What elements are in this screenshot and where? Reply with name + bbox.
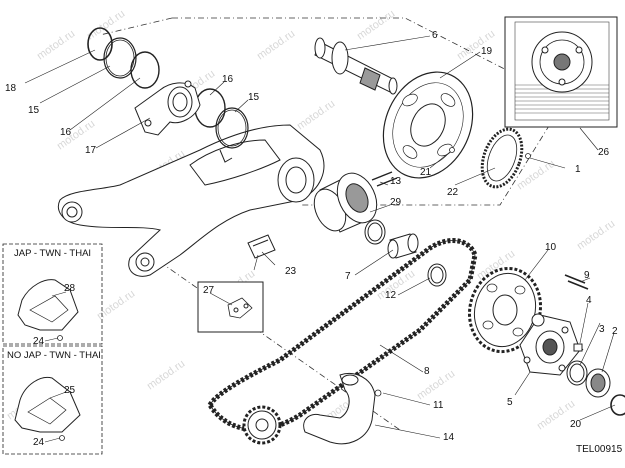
watermark: motod.ru [295, 98, 337, 133]
chain-guide-23 [247, 234, 276, 259]
callout-24a: 24 [33, 336, 45, 347]
callout-9: 9 [584, 270, 590, 281]
ring-15b [215, 107, 249, 149]
callout-17: 17 [85, 145, 97, 156]
watermark: motod.ru [255, 28, 297, 63]
callout-15b: 15 [248, 92, 260, 103]
callout-3: 3 [599, 324, 605, 335]
callout-29: 29 [390, 197, 402, 208]
bolt-21 [449, 147, 455, 153]
dashed-outline-left [99, 17, 173, 36]
callout-19: 19 [481, 46, 493, 57]
bearing-stack [566, 343, 625, 416]
nojap-box-title: NO JAP - TWN - THAI [7, 350, 101, 361]
callout-6: 6 [432, 30, 438, 41]
ring-16a [130, 51, 160, 89]
drawing-code: TEL00915 [576, 444, 623, 455]
circlip-20 [610, 394, 625, 416]
callout-15a: 15 [28, 105, 40, 116]
callout-28: 28 [64, 283, 76, 294]
variant-box-nojap [2, 345, 103, 455]
watermark: motod.ru [95, 288, 137, 323]
watermark: motod.ru [145, 358, 187, 393]
callout-11: 11 [433, 400, 444, 411]
front-sprocket [242, 405, 282, 445]
callout-1: 1 [575, 164, 581, 175]
callout-10: 10 [545, 242, 557, 253]
part-26-inset [504, 16, 618, 128]
spacers [364, 219, 447, 287]
callout-13: 13 [390, 176, 402, 187]
callout-27: 27 [203, 285, 215, 296]
stud-4 [573, 343, 583, 352]
circlip-18 [87, 27, 113, 61]
callout-8: 8 [424, 366, 430, 377]
watermark: motod.ru [575, 218, 617, 253]
variant-box-jap [2, 243, 103, 345]
pin-9 [564, 274, 589, 290]
callout-7: 7 [345, 271, 351, 282]
watermark: motod.ru [415, 368, 457, 403]
callout-25: 25 [64, 385, 76, 396]
callout-2: 2 [612, 326, 618, 337]
leader-lines [24, 35, 616, 443]
callout-23: 23 [285, 266, 297, 277]
callout-24b: 24 [33, 437, 45, 448]
screw-11 [374, 389, 382, 397]
rear-axle-6 [314, 37, 398, 95]
callout-21: 21 [420, 167, 432, 178]
callout-16a: 16 [60, 127, 72, 138]
callout-14: 14 [443, 432, 455, 443]
callout-26: 26 [598, 147, 610, 158]
callout-4: 4 [586, 295, 592, 306]
bolt-1 [525, 153, 531, 159]
jap-box-title: JAP - TWN - THAI [14, 248, 91, 259]
callout-5: 5 [507, 397, 513, 408]
callout-labels: 1 2 3 4 5 6 7 8 9 10 11 12 13 14 15 15 1… [5, 30, 618, 448]
callout-20: 20 [570, 419, 582, 430]
watermark: motod.ru [85, 8, 127, 43]
callout-18: 18 [5, 83, 17, 94]
nut-4-lower [531, 313, 545, 327]
eccentric-hub-29 [313, 171, 398, 233]
callout-22: 22 [447, 187, 459, 198]
callout-12: 12 [385, 290, 397, 301]
caliper-bracket-17 [134, 80, 201, 136]
watermark: motod.ru [35, 28, 77, 63]
watermark: motod.ru [355, 8, 397, 43]
bolts [57, 147, 531, 441]
seal-rings-upper [87, 27, 249, 149]
swingarm [57, 124, 325, 277]
chain-guard-14 [303, 373, 376, 445]
ring-15a [103, 37, 137, 79]
watermark: motod.ru [515, 158, 557, 193]
part-27-inset [197, 281, 264, 333]
callout-16b: 16 [222, 74, 234, 85]
